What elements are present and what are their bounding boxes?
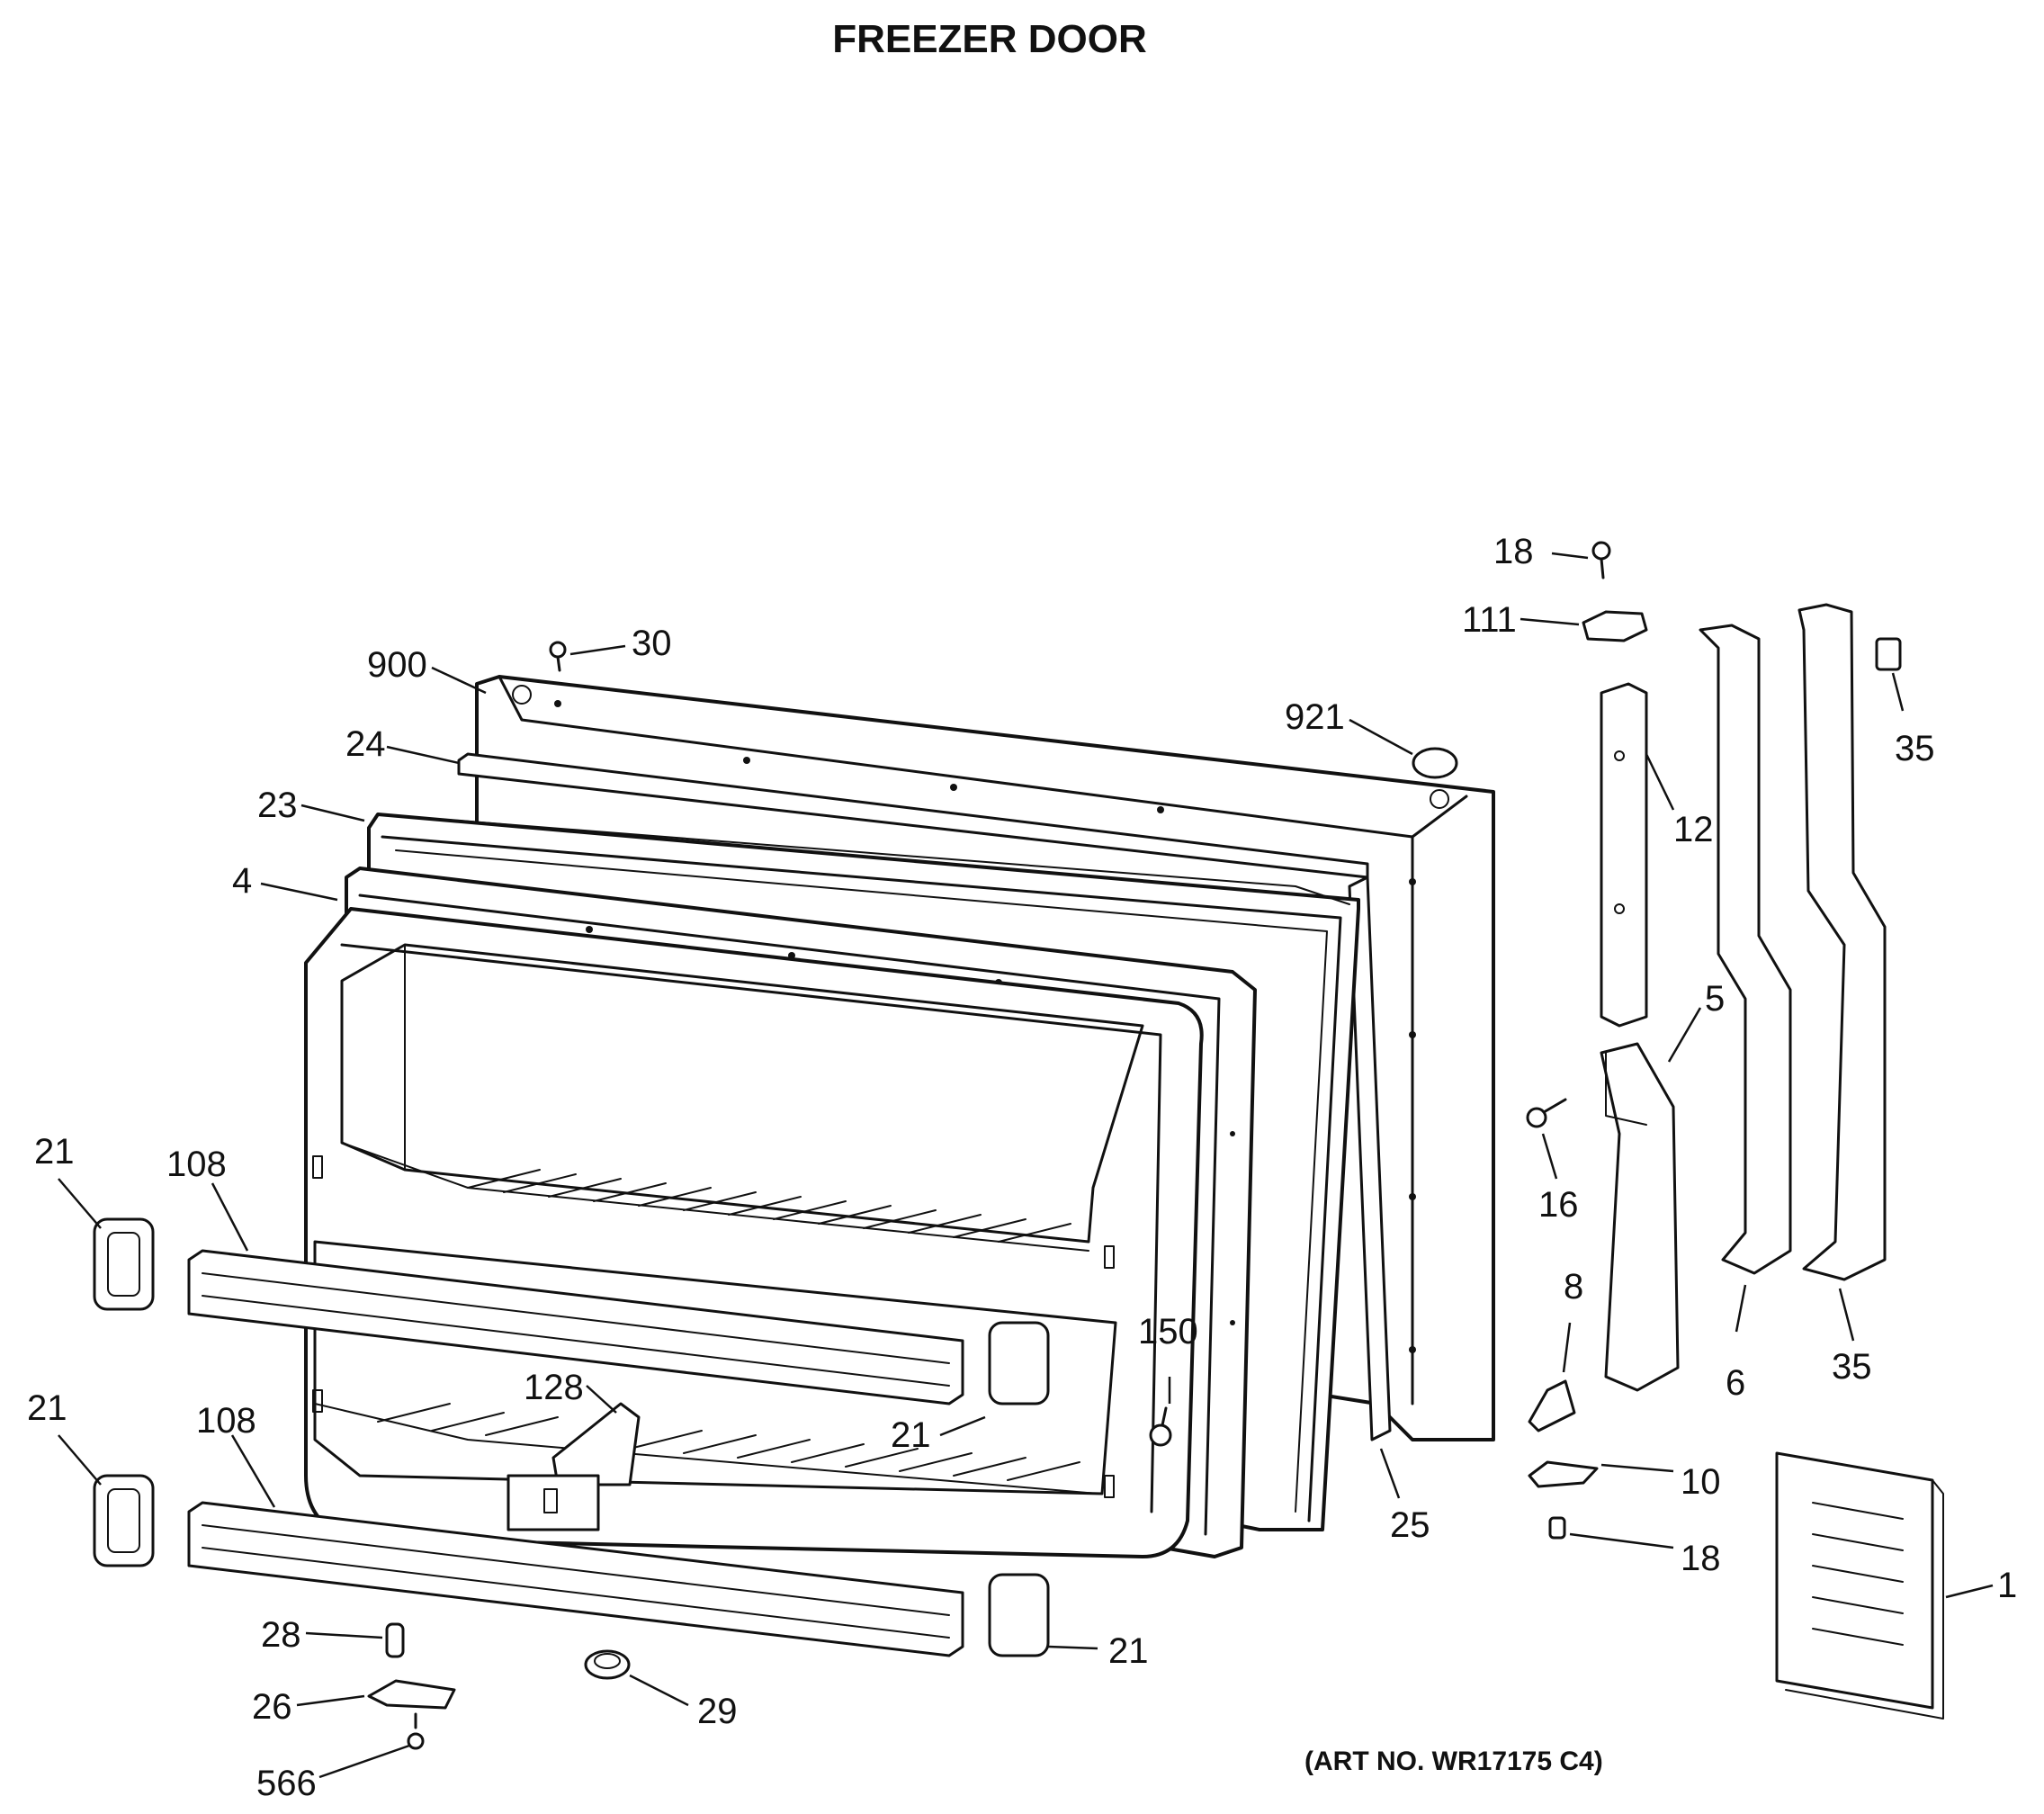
shelf-divider-128 [507, 1402, 641, 1531]
lower-shelf-ribs [377, 1403, 1080, 1481]
handle-bar-6 [1699, 624, 1792, 1275]
stud-28 [385, 1622, 405, 1658]
callout-4: 4 [232, 861, 252, 901]
end-cap-21-upper-right [988, 1321, 1050, 1405]
handle-insert-35 [1875, 637, 1902, 671]
side-strip-25 [1348, 876, 1392, 1441]
callout-18-top: 18 [1493, 532, 1534, 571]
bracket-10 [1528, 1460, 1599, 1488]
shelf-bar-108-upper [187, 1249, 964, 1405]
shelf-bar-108-lower [187, 1501, 964, 1657]
callout-30: 30 [632, 624, 672, 663]
callout-18-bottom: 18 [1681, 1539, 1721, 1578]
callout-28: 28 [261, 1615, 301, 1655]
insulation-strip-24 [457, 752, 1369, 879]
callout-21-lower-left: 21 [27, 1388, 67, 1428]
callout-16: 16 [1538, 1185, 1579, 1225]
diagram-title: FREEZER DOOR [832, 17, 1147, 61]
callout-108-lower: 108 [196, 1401, 256, 1441]
end-cap-21-upper-left [93, 1217, 155, 1311]
callout-566: 566 [256, 1764, 317, 1803]
callout-21-upper-left: 21 [34, 1132, 75, 1172]
end-cap-21-lower-left [93, 1474, 155, 1567]
callout-21-lower-right: 21 [1108, 1631, 1149, 1671]
plug-29 [584, 1649, 631, 1680]
upper-shelf-ribs [467, 1169, 1071, 1243]
callout-8: 8 [1564, 1267, 1583, 1307]
callout-35-top: 35 [1895, 729, 1935, 768]
screw-30 [549, 641, 567, 672]
callout-5: 5 [1705, 979, 1725, 1019]
art-number: (ART NO. WR17175 C4) [1304, 1747, 1603, 1776]
callout-921: 921 [1285, 697, 1345, 737]
callout-128: 128 [524, 1368, 584, 1407]
end-cap-21-lower-right [988, 1573, 1050, 1657]
callout-10: 10 [1681, 1462, 1721, 1502]
plug-part-921 [1412, 747, 1458, 779]
owners-manual-1 [1775, 1451, 1944, 1720]
channel-12 [1600, 682, 1648, 1028]
spacer-18-bottom [1548, 1516, 1566, 1540]
callout-labels: 900 30 24 23 4 921 18 111 12 35 5 16 8 1… [27, 532, 2017, 1803]
hinge-111 [1582, 610, 1648, 642]
callout-6: 6 [1726, 1363, 1745, 1403]
leader-lines [58, 552, 1994, 1779]
callout-1: 1 [1997, 1566, 2017, 1605]
callout-29: 29 [697, 1692, 738, 1731]
bracket-5 [1600, 1042, 1680, 1392]
handle-35 [1797, 603, 1887, 1281]
callout-900: 900 [367, 645, 427, 685]
door-liner [304, 907, 1204, 1558]
screw-16 [1526, 1098, 1567, 1128]
callout-111: 111 [1462, 600, 1517, 640]
screw-18-top [1591, 541, 1611, 579]
callout-108-upper: 108 [166, 1145, 227, 1184]
callout-25: 25 [1390, 1505, 1430, 1545]
callout-24: 24 [345, 724, 386, 764]
hinge-bracket-26 [367, 1679, 456, 1710]
callout-21-upper-right: 21 [891, 1415, 931, 1455]
screw-566 [407, 1712, 425, 1750]
callout-150: 150 [1138, 1312, 1198, 1352]
clip-8 [1528, 1379, 1576, 1432]
callout-26: 26 [252, 1687, 292, 1727]
callout-35-bottom: 35 [1832, 1347, 1872, 1387]
screw-150 [1149, 1406, 1172, 1447]
callout-23: 23 [257, 786, 298, 825]
callout-12: 12 [1673, 810, 1714, 849]
